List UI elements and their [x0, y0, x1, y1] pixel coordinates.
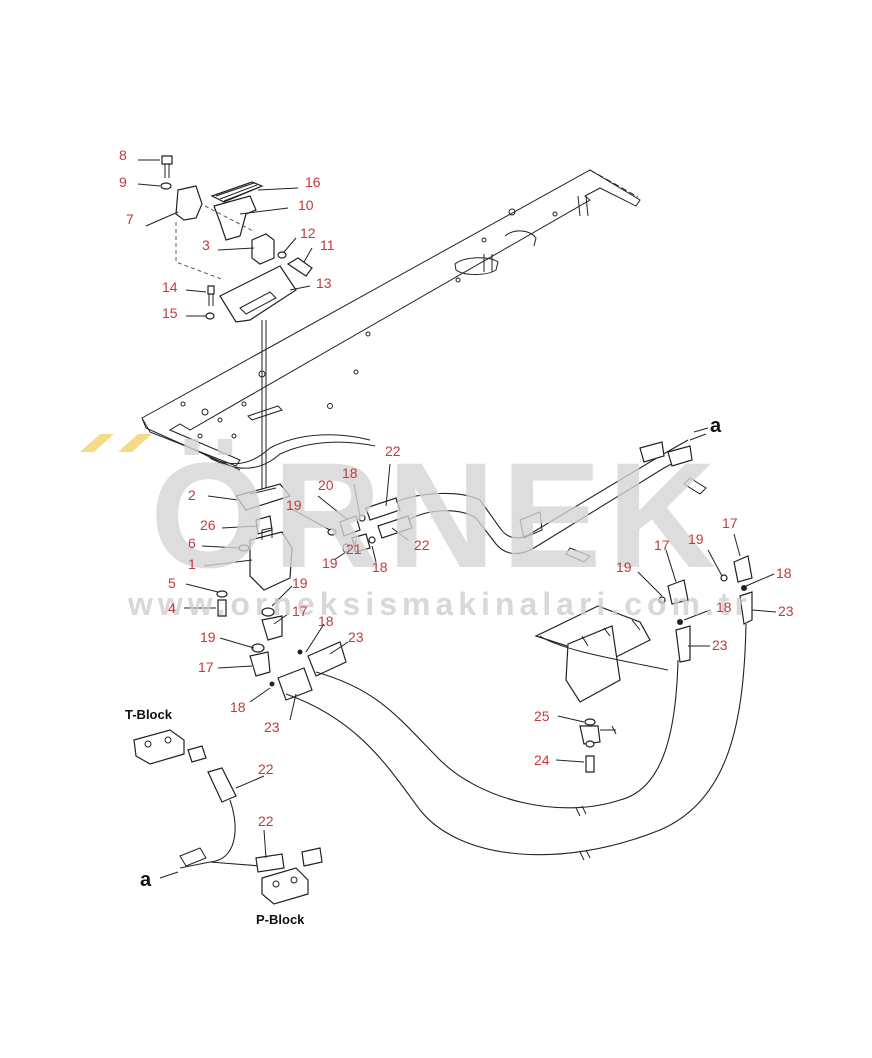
part-label-11: 11 [320, 237, 335, 253]
part-label-23-d: 23 [712, 637, 728, 653]
part-label-19-e: 19 [616, 559, 632, 575]
part-label-22-d: 22 [258, 813, 274, 829]
part-label-18-e: 18 [776, 565, 792, 581]
arrow-label-a-bottom: a [140, 869, 152, 891]
p-block-label: P-Block [256, 912, 305, 927]
part-label-19-b: 19 [322, 555, 338, 571]
part-label-18-mid: 18 [372, 559, 388, 575]
part-label-19-a: 19 [286, 497, 302, 513]
part-label-17-a: 17 [292, 603, 308, 619]
part-label-19-d: 19 [200, 629, 216, 645]
part-label-10: 10 [298, 197, 314, 213]
part-label-12: 12 [300, 225, 316, 241]
part-label-4: 4 [168, 600, 176, 616]
part-label-17-b: 17 [198, 659, 214, 675]
arrow-label-a-top: a [710, 415, 722, 437]
part-label-23-b: 23 [264, 719, 280, 735]
part-label-24: 24 [534, 752, 550, 768]
part-label-8: 8 [119, 147, 127, 163]
part-label-6: 6 [188, 535, 196, 551]
part-label-23-c: 23 [778, 603, 794, 619]
part-label-26: 26 [200, 517, 216, 533]
part-label-1: 1 [188, 556, 196, 572]
part-label-2: 2 [188, 487, 196, 503]
pipes [395, 433, 707, 563]
part-label-22-top: 22 [385, 443, 401, 459]
hoses [285, 623, 747, 861]
watermark-brand: ÖRNEK [150, 431, 722, 599]
part-label-3: 3 [202, 237, 210, 253]
part-label-19-c: 19 [292, 575, 308, 591]
part-label-9: 9 [119, 174, 127, 190]
part-label-18-f: 18 [716, 599, 732, 615]
part-label-25: 25 [534, 708, 550, 724]
part-label-14: 14 [162, 279, 178, 295]
part-label-17-d: 17 [722, 515, 738, 531]
part-label-23-a: 23 [348, 629, 364, 645]
part-label-18-c: 18 [318, 613, 334, 629]
part-label-5: 5 [168, 575, 176, 591]
part-label-22-mid: 22 [414, 537, 430, 553]
part-label-16: 16 [305, 174, 321, 190]
floor-plate [141, 169, 641, 471]
pedal-assembly [160, 155, 313, 500]
part-label-18-top: 18 [342, 465, 358, 481]
watermark-accent [80, 434, 152, 452]
lower-blocks [133, 427, 709, 905]
part-label-19-f: 19 [688, 531, 704, 547]
t-block-label: T-Block [125, 707, 172, 722]
right-valve [534, 555, 753, 773]
part-label-17-c: 17 [654, 537, 670, 553]
part-label-15: 15 [162, 305, 178, 321]
leader-lines [137, 159, 777, 859]
part-label-21: 21 [346, 541, 362, 557]
watermark-url: www.orneksismakinalari.com.tr [128, 586, 752, 622]
part-label-7: 7 [126, 211, 134, 227]
part-label-20: 20 [318, 477, 334, 493]
part-label-13: 13 [316, 275, 332, 291]
part-label-22-c: 22 [258, 761, 274, 777]
valve-cluster [216, 483, 413, 701]
part-label-18-d: 18 [230, 699, 246, 715]
